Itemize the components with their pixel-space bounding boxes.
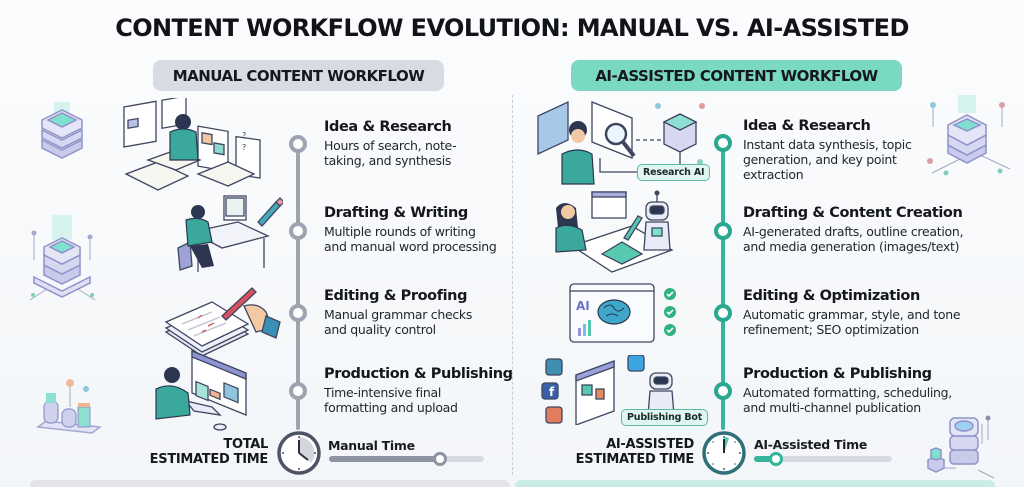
ai-step-node xyxy=(714,382,732,400)
total-label-line: AI-ASSISTED xyxy=(606,437,694,452)
step-description-line: formatting and upload xyxy=(324,400,458,415)
manual-step-idea-research: Idea & Research Hours of search, note- t… xyxy=(324,119,456,168)
manual-step-drafting-writing: Drafting & Writing Multiple rounds of wr… xyxy=(324,205,497,254)
svg-text:AI: AI xyxy=(576,299,590,313)
total-label-line: ESTIMATED TIME xyxy=(149,452,269,467)
step-description-line: Multiple rounds of writing xyxy=(324,224,476,239)
step-description: Manual grammar checks and quality contro… xyxy=(324,307,472,337)
panel-divider xyxy=(512,95,513,475)
ai-total-label: AI-ASSISTED ESTIMATED TIME xyxy=(548,437,695,467)
ai-time-bar-knob xyxy=(769,452,783,466)
step-description-line: extraction xyxy=(743,167,804,182)
ai-step-production-publishing: Production & Publishing Automated format… xyxy=(743,366,952,415)
person-with-magnifier-and-server-illustration xyxy=(537,100,705,185)
step-description-line: AI-generated drafts, outline creation, xyxy=(743,224,964,239)
step-description: Instant data synthesis, topic generation… xyxy=(743,137,912,182)
step-description: Automatic grammar, style, and tone refin… xyxy=(743,307,961,337)
server-stack-icon xyxy=(927,415,995,479)
manual-time-label: Manual Time xyxy=(328,438,415,453)
manual-step-node xyxy=(289,304,307,322)
server-stack-icon xyxy=(41,102,83,159)
ai-step-node xyxy=(714,222,732,240)
total-label-line: TOTAL xyxy=(223,437,268,452)
hand-editing-papers-illustration xyxy=(164,287,281,357)
ai-time-bar xyxy=(754,452,892,466)
step-title: Editing & Optimization xyxy=(743,288,920,304)
ai-step-node xyxy=(714,304,732,322)
step-description: Automated formatting, scheduling, and mu… xyxy=(743,385,952,415)
step-description-line: generation, and key point xyxy=(743,152,897,167)
svg-text:?: ? xyxy=(242,131,246,140)
step-description-line: Automated formatting, scheduling, xyxy=(743,385,952,400)
step-description-line: and manual word processing xyxy=(324,239,497,254)
ai-workflow-header: AI-ASSISTED CONTENT WORKFLOW xyxy=(571,60,902,91)
step-title: Drafting & Writing xyxy=(324,205,468,221)
page-title: CONTENT WORKFLOW EVOLUTION: MANUAL VS. A… xyxy=(115,14,909,42)
step-title: Production & Publishing xyxy=(324,366,513,382)
manual-step-editing-proofing: Editing & Proofing Manual grammar checks… xyxy=(324,288,472,337)
step-title: Editing & Proofing xyxy=(324,288,468,304)
ai-timeline-line xyxy=(721,138,725,430)
manual-timeline-line xyxy=(296,140,300,430)
server-stack-network-icon xyxy=(29,215,96,301)
person-and-robot-drawing-illustration xyxy=(555,190,674,273)
person-with-books-and-screens-illustration: ? ? xyxy=(123,98,261,191)
manual-workflow-header: MANUAL CONTENT WORKFLOW xyxy=(153,60,444,91)
step-title: Idea & Research xyxy=(324,119,452,135)
step-description: AI-generated drafts, outline creation, a… xyxy=(743,224,963,254)
step-description-line: refinement; SEO optimization xyxy=(743,322,919,337)
step-description-line: Instant data synthesis, topic xyxy=(743,137,912,152)
ai-brain-dashboard-illustration: AI xyxy=(569,283,676,343)
step-title: Production & Publishing xyxy=(743,366,932,382)
manual-step-node xyxy=(289,222,307,240)
step-description-line: and media generation (images/text) xyxy=(743,239,960,254)
manual-step-node xyxy=(289,382,307,400)
server-stack-network-icon xyxy=(927,95,1011,176)
person-at-desk-with-pencil-illustration xyxy=(177,195,283,272)
ai-step-editing-optimization: Editing & Optimization Automatic grammar… xyxy=(743,288,961,337)
manual-time-bar-knob xyxy=(433,452,447,466)
ai-step-drafting-content-creation: Drafting & Content Creation AI-generated… xyxy=(743,205,963,254)
manual-step-production-publishing: Production & Publishing Time-intensive f… xyxy=(324,366,513,415)
step-description-line: Automatic grammar, style, and tone xyxy=(743,307,961,322)
step-description: Time-intensive final formatting and uplo… xyxy=(324,385,513,415)
publishing-bot-tag: Publishing Bot xyxy=(621,409,709,426)
ai-time-bar-fill xyxy=(754,456,776,462)
manual-time-bar xyxy=(329,452,484,466)
ai-step-node xyxy=(714,134,732,152)
step-description: Multiple rounds of writing and manual wo… xyxy=(324,224,497,254)
step-description-line: Manual grammar checks xyxy=(324,307,473,322)
ai-time-label: AI-Assisted Time xyxy=(754,437,868,452)
database-cylinders-icon xyxy=(36,379,102,434)
research-ai-tag: Research AI xyxy=(637,164,711,181)
manual-total-label: TOTAL ESTIMATED TIME xyxy=(120,437,269,467)
step-description-line: taking, and synthesis xyxy=(324,153,452,168)
clock-icon xyxy=(702,431,746,475)
step-description-line: Time-intensive final xyxy=(324,385,441,400)
manual-step-node xyxy=(289,135,307,153)
manual-footer-bar xyxy=(30,480,510,487)
step-title: Idea & Research xyxy=(743,118,871,134)
step-description: Hours of search, note- taking, and synth… xyxy=(324,138,456,168)
person-at-monitor-illustration xyxy=(155,350,247,431)
svg-text:?: ? xyxy=(242,143,246,152)
ai-footer-bar xyxy=(515,480,995,487)
total-label-line: ESTIMATED TIME xyxy=(575,452,695,467)
step-title: Drafting & Content Creation xyxy=(743,205,963,221)
step-description-line: and quality control xyxy=(324,322,436,337)
step-description-line: Hours of search, note- xyxy=(324,138,457,153)
clock-icon xyxy=(277,431,321,475)
ai-step-idea-research: Idea & Research Instant data synthesis, … xyxy=(743,118,912,182)
step-description-line: and multi-channel publication xyxy=(743,400,921,415)
svg-text:f: f xyxy=(549,385,555,399)
manual-time-bar-fill xyxy=(329,456,440,462)
